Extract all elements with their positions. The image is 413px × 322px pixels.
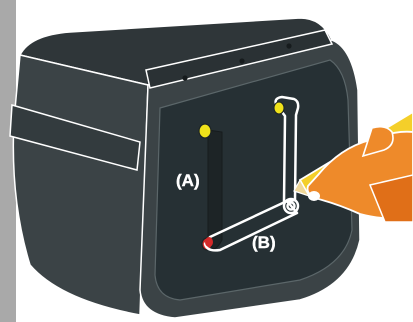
rivet xyxy=(182,75,187,80)
marker-red-b xyxy=(205,237,213,247)
saddlebag xyxy=(10,18,360,318)
label-b: (B) xyxy=(252,233,276,252)
marker-yellow-b xyxy=(274,102,284,114)
saddlebag-side xyxy=(13,55,148,315)
label-a: (A) xyxy=(176,171,200,190)
rivet xyxy=(286,43,291,48)
rivet xyxy=(239,58,244,63)
marker-yellow-a xyxy=(199,124,211,138)
